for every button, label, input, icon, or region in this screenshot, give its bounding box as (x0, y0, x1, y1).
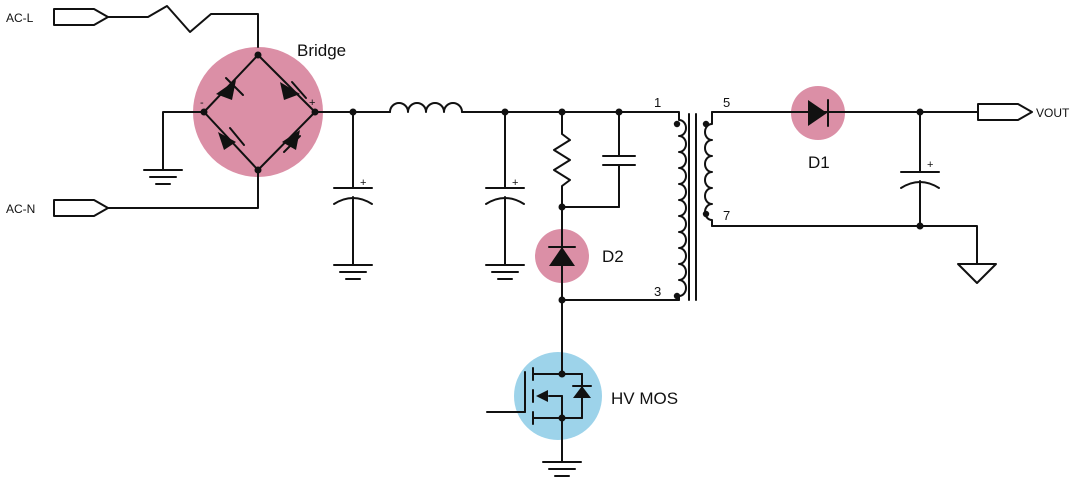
ground-bridge (143, 169, 183, 185)
bridge-label: Bridge (297, 41, 346, 60)
bridge-rectifier: - + (200, 51, 319, 174)
acl-port: AC-L (6, 8, 109, 26)
inductor (389, 102, 463, 113)
acn-port: AC-N (6, 199, 109, 217)
diode-d1 (808, 99, 829, 127)
vout-label: VOUT (1036, 106, 1070, 120)
mos-label: HV MOS (611, 389, 678, 408)
bulk-capacitor-1: + (333, 111, 373, 266)
bulk-capacitor-2: + (485, 111, 525, 266)
output-capacitor: + (900, 111, 940, 227)
ground-output (957, 263, 997, 284)
pin-1-label: 1 (654, 95, 661, 110)
bridge-plus: + (309, 97, 315, 109)
pin-7-label: 7 (723, 208, 730, 223)
cap2-plus: + (512, 177, 518, 189)
acn-label: AC-N (6, 202, 35, 216)
bridge-minus: - (200, 97, 204, 109)
pin-3-label: 3 (654, 284, 661, 299)
d1-label: D1 (808, 153, 830, 172)
d2-label: D2 (602, 247, 624, 266)
hv-mosfet (486, 367, 592, 463)
pin-5-label: 5 (723, 95, 730, 110)
ground-mos (542, 461, 582, 477)
bridge-highlight (193, 47, 323, 177)
transformer (671, 111, 713, 301)
diode-d2 (548, 206, 576, 301)
vout-port: VOUT (977, 103, 1070, 121)
snubber-resistor (553, 111, 571, 208)
cout-plus: + (927, 159, 933, 171)
acl-label: AC-L (6, 11, 34, 25)
snubber-capacitor (602, 111, 636, 208)
ground-cap1 (333, 264, 373, 280)
cap1-plus: + (360, 177, 366, 189)
ground-cap2 (485, 264, 525, 280)
fuse (107, 5, 259, 48)
